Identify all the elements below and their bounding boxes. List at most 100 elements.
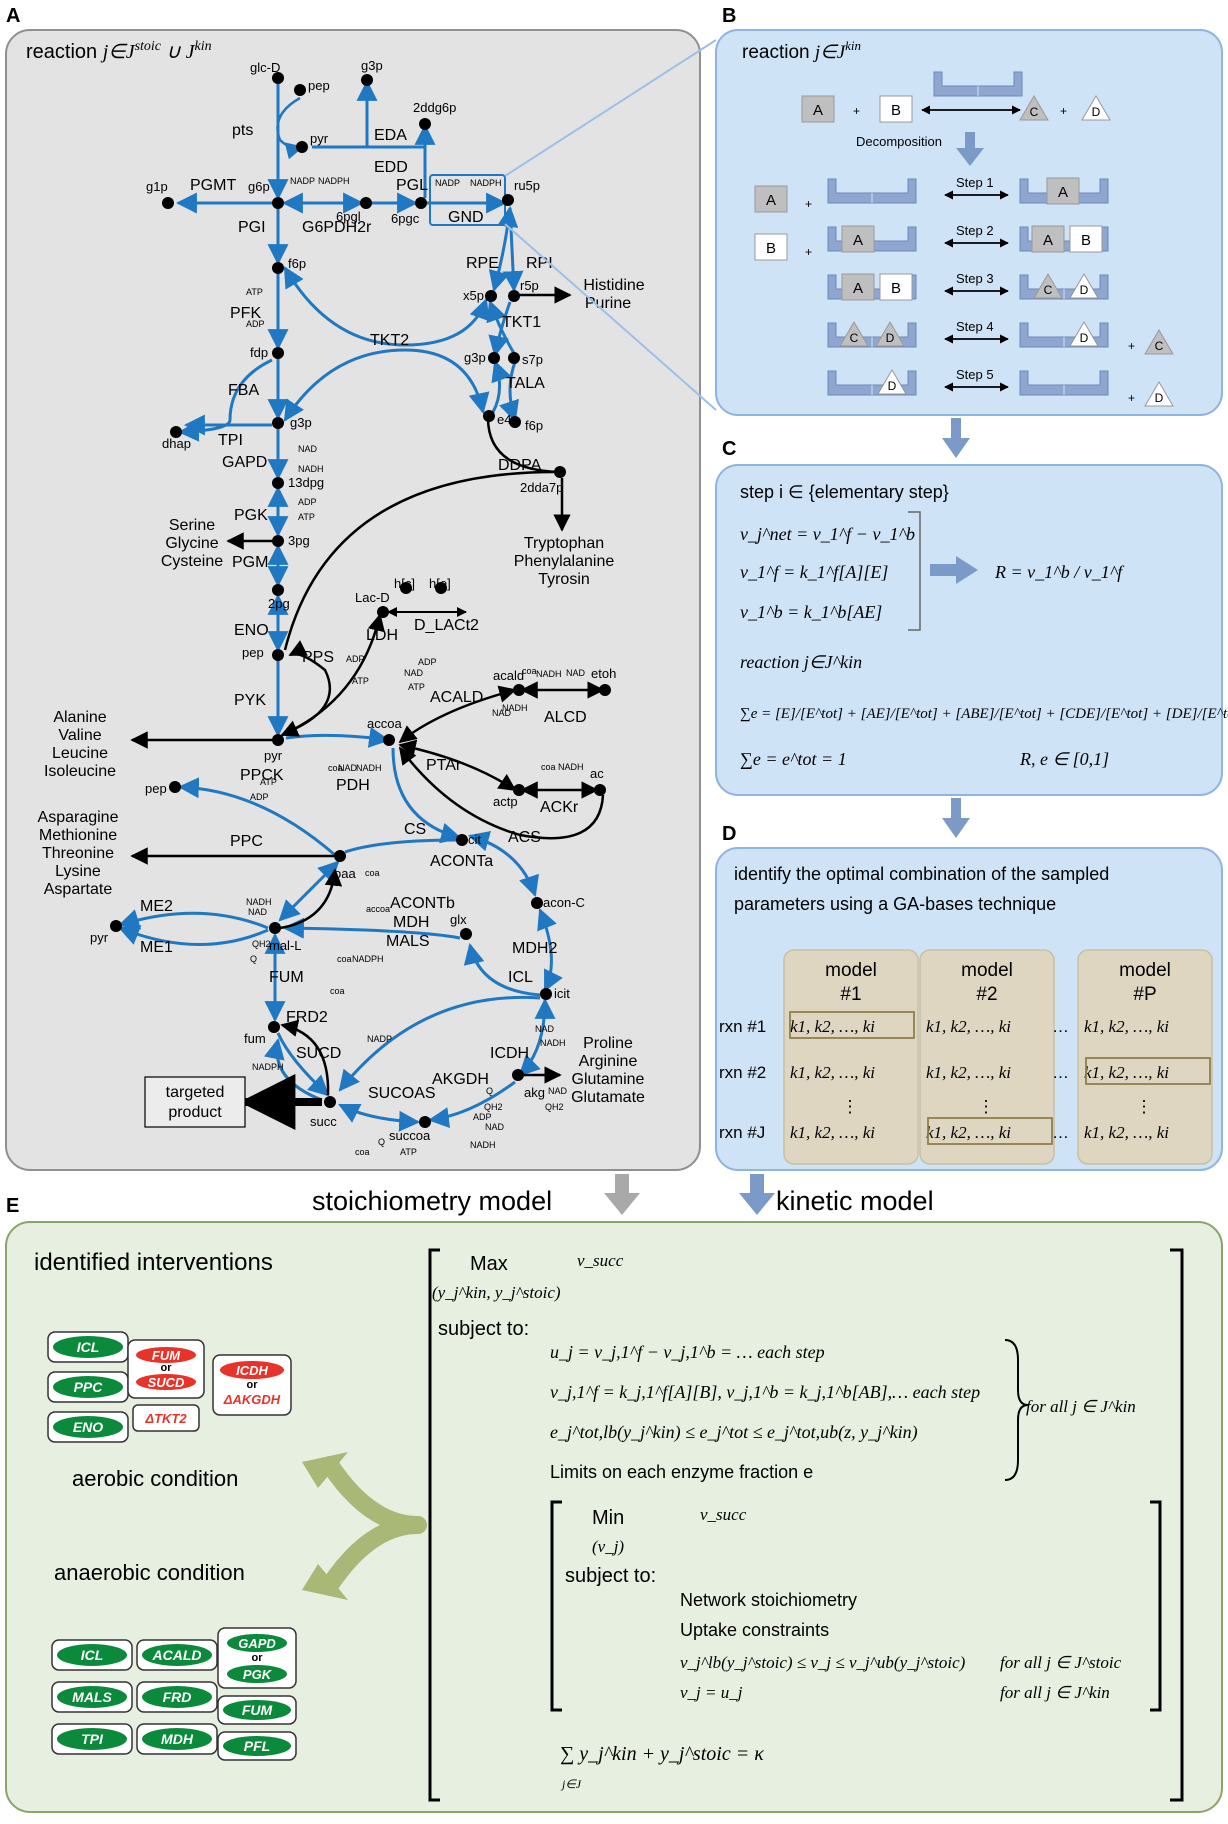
intervention-label: FRD [163, 1689, 192, 1705]
enzyme-label: ALCD [544, 709, 587, 726]
cofactor-label: NADH [502, 703, 528, 713]
cofactor-label: ADP [246, 319, 265, 329]
metabolite-label: 2dda7p [520, 480, 563, 495]
metabolite-node [456, 834, 468, 846]
metabolite-label: e4p [497, 412, 519, 427]
metabolite-node [419, 1116, 431, 1128]
enzyme-label: pts [232, 122, 253, 139]
product-serine: Serine [169, 517, 215, 534]
metabolite-node [419, 118, 431, 130]
metabolite-node [272, 649, 284, 661]
cofactor-label: ATP [260, 777, 277, 787]
cofactor-label: NAD [248, 907, 268, 917]
cofactor-label: NADPH [470, 178, 502, 188]
metabolite-node [400, 582, 412, 594]
zoom-line-bottom [504, 223, 717, 411]
c-brace [908, 511, 921, 631]
metabolite-label: ac [590, 766, 604, 781]
metabolite-node [460, 928, 472, 940]
cofactor-label: coa [330, 986, 345, 996]
metabolite-label: 2ddg6p [413, 100, 456, 115]
product-label: C [1044, 283, 1053, 297]
cofactor-label: NADPH [252, 1062, 284, 1072]
arrow-c-to-d-head [942, 818, 970, 838]
product-label: D [1092, 105, 1101, 119]
parameter-cell: k1, k2, …, ki [1084, 1063, 1169, 1082]
metabolite-label: x5p [463, 288, 484, 303]
intervention-oval [53, 1336, 123, 1358]
metabolite-node [509, 416, 521, 428]
cofactor-label: NADP [367, 1034, 392, 1044]
cofactor-label: QH2 [545, 1102, 564, 1112]
cofactor-label: NADH [246, 897, 272, 907]
product-tryptophan: Tryptophan [524, 535, 604, 552]
plus-sign: + [853, 104, 860, 118]
metabolite-node [272, 197, 284, 209]
product-triangle [1069, 273, 1099, 299]
product-triangle [1033, 273, 1063, 299]
metabolite-node [531, 897, 543, 909]
enzyme-label: ENO [234, 622, 269, 639]
v-succ-inner: v_succ [700, 1505, 747, 1524]
max-vars: (y_j^kin, y_j^stoic) [432, 1283, 561, 1302]
enzyme-label: ICDH [490, 1045, 529, 1062]
intervention-label: FUM [242, 1702, 273, 1718]
substrate-box [754, 233, 788, 261]
constraint-limits: Limits on each enzyme fraction e [550, 1462, 813, 1482]
enzyme-label: PDH [336, 777, 370, 794]
enzyme-label: D_LACt2 [414, 617, 479, 634]
metabolite-label: pyr [310, 131, 329, 146]
intervention-label: TPI [81, 1731, 104, 1747]
enzyme-label: ICL [508, 969, 533, 986]
sum-total: ∑e = e^tot = 1 [740, 749, 847, 769]
metabolite-node [324, 1096, 336, 1108]
metabolite-node [554, 466, 566, 478]
metabolite-node [513, 684, 525, 696]
kin-brace [1004, 1339, 1029, 1481]
sum-constraint: ∑ y_j^kin + y_j^stoic = κ [560, 1743, 764, 1765]
cofactor-label: NADH [558, 762, 584, 772]
substrate-label: A [766, 192, 776, 209]
edge-mal-oaa [278, 860, 340, 922]
enzyme-shape [933, 71, 1023, 97]
edge-succoa-succ [338, 1103, 421, 1132]
interventions-heading: identified interventions [34, 1249, 273, 1276]
panel-a-title: reaction j∈Jstoic ∪ Jkin [26, 39, 212, 63]
metabolite-label: succ [310, 1114, 337, 1129]
substrate-box [841, 225, 875, 253]
metabolite-label: oaa [334, 866, 356, 881]
cofactor-label: coa [337, 954, 352, 964]
metabolite-node [488, 352, 500, 364]
product-triangle [1019, 95, 1049, 121]
enzyme-label: MDH2 [512, 940, 557, 957]
metabolite-label: pep [308, 78, 330, 93]
edge-akg-succoa [427, 1080, 516, 1129]
enzyme-label: FRD2 [286, 1009, 328, 1026]
substrate-box [1069, 225, 1103, 253]
metabolite-label: pep [145, 781, 167, 796]
intervention-badge [132, 1404, 200, 1432]
product-triangle [875, 321, 905, 347]
sum-index: j∈J [560, 1777, 582, 1791]
intervention-label: MALS [72, 1689, 112, 1705]
product-glycine: Glycine [165, 535, 218, 552]
model-number: #1 [840, 984, 861, 1005]
edge-pyr-pps [282, 640, 331, 736]
anaerobic-label: anaerobic condition [54, 1560, 245, 1585]
substrate-label: A [853, 232, 863, 249]
product-valine: Valine [58, 727, 101, 744]
sum-enzyme-fractions: ∑e = [E]/[E^tot] + [AE]/[E^tot] + [ABE]/… [740, 706, 1228, 722]
cofactor-label: NAD [492, 708, 512, 718]
intervention-oval [136, 1374, 196, 1390]
intervention-oval [57, 1728, 127, 1750]
enzyme-label: ME1 [140, 939, 173, 956]
enzyme-label: TKT2 [370, 332, 409, 349]
metabolite-node [169, 781, 181, 793]
metabolite-label: icit [554, 986, 570, 1001]
enzyme-shape [1019, 370, 1109, 396]
rxn-row-label: rxn #1 [719, 1017, 766, 1036]
edge-frd2 [280, 1019, 330, 1096]
rxn-row-label: rxn #J [719, 1123, 765, 1142]
intervention-oval [57, 1686, 127, 1708]
